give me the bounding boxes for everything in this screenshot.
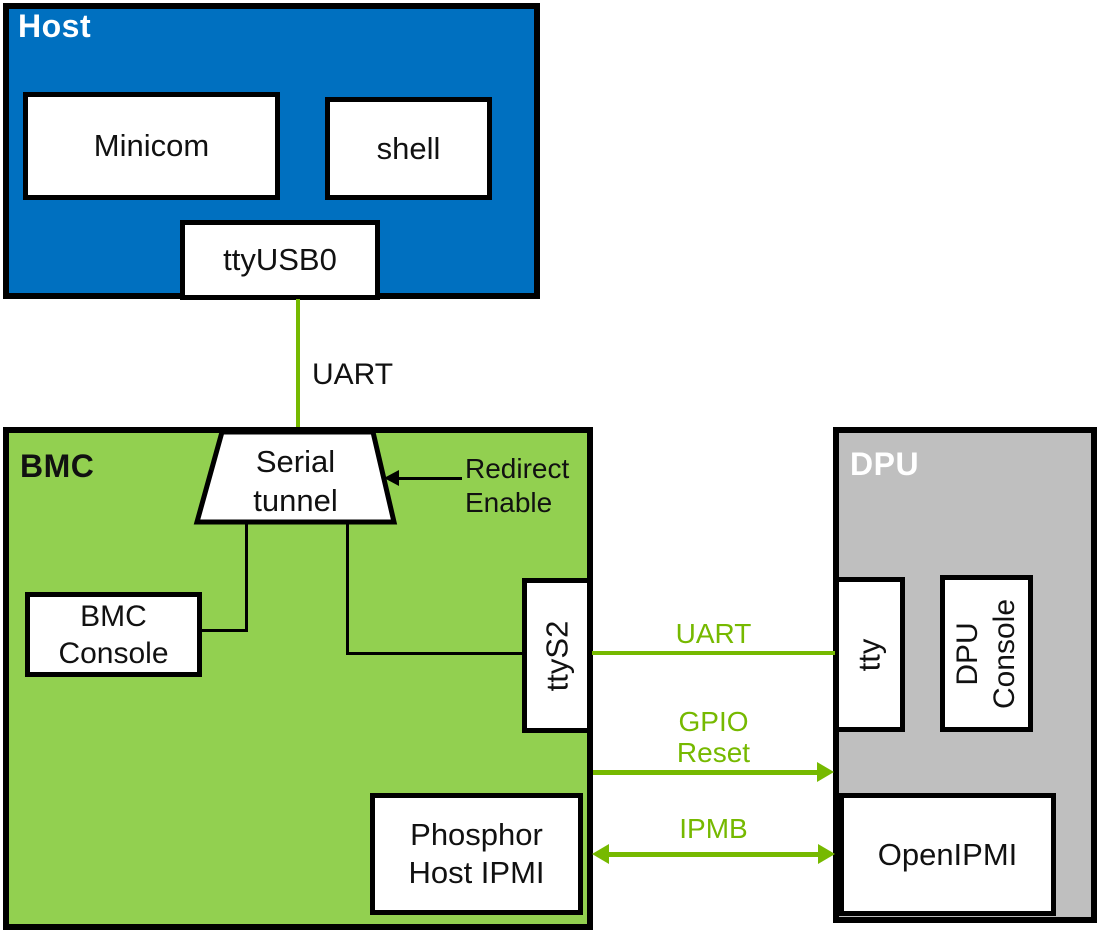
phosphor-label-line2: Host IPMI [408,855,545,890]
gpio-label-line2: Reset [676,737,751,768]
host-bmc-uart-label: UART [312,358,394,391]
gpio-label-line1: GPIO [678,706,749,737]
gpio-reset-link-label: GPIO Reset [592,706,835,768]
ttyusb0-label: ttyUSB0 [223,242,337,277]
ipmb-link-label: IPMB [679,813,748,844]
openipmi-label: OpenIPMI [877,836,1018,872]
openipmi-node: OpenIPMI [839,793,1056,916]
redirect-label-line2: Enable [465,487,553,518]
redirect-arrowhead-icon [384,470,399,486]
host-bmc-uart-line [296,299,300,428]
ipmb-left-arrowhead-icon [592,844,609,864]
ttys2-label: ttyS2 [539,620,574,691]
redirect-enable-label: Redirect Enable [465,452,569,520]
dpu-console-label-line1: DPU [951,621,985,686]
bmc-console-node: BMC Console [25,592,202,677]
ttys2-node: ttyS2 [522,578,592,733]
minicom-node: Minicom [23,92,280,200]
tty-node: tty [834,577,905,732]
redirect-label-line1: Redirect [465,453,570,484]
redirect-line [397,477,462,480]
dpu-zone-label: DPU [850,446,920,482]
tunnel-to-console-vline [245,521,248,632]
uart-link-label: UART [675,618,752,649]
serial-tunnel-label-line2: tunnel [253,483,338,518]
bmc-console-label-line2: Console [58,636,169,670]
gpio-reset-link-line [593,770,819,775]
uart-link-line [592,651,835,655]
shell-label: shell [376,130,441,166]
bmc-console-label-line1: BMC [80,599,147,633]
gpio-reset-arrowhead-icon [817,762,834,782]
serial-tunnel-label-line1: Serial [255,444,336,479]
tty-label: tty [851,638,887,671]
tunnel-to-ttys2-vline [346,521,349,655]
host-zone-label: Host [18,8,92,44]
dpu-console-label-line2: Console [988,598,1022,709]
dpu-console-node: DPU Console [940,575,1033,732]
tunnel-to-ttys2-hline [346,652,522,655]
minicom-label: Minicom [93,128,210,163]
bmc-zone-label: BMC [20,448,95,484]
phosphor-label-line1: Phosphor [410,817,543,852]
tunnel-to-console-hline [202,629,248,632]
ipmb-link-line [607,852,819,857]
ipmb-right-arrowhead-icon [818,844,835,864]
phosphor-host-ipmi-node: Phosphor Host IPMI [370,793,583,915]
ttyusb0-node: ttyUSB0 [180,220,380,300]
serial-tunnel-label: Serial tunnel [193,442,398,520]
serial-tunnel-shape [193,429,398,525]
shell-node: shell [325,97,492,200]
